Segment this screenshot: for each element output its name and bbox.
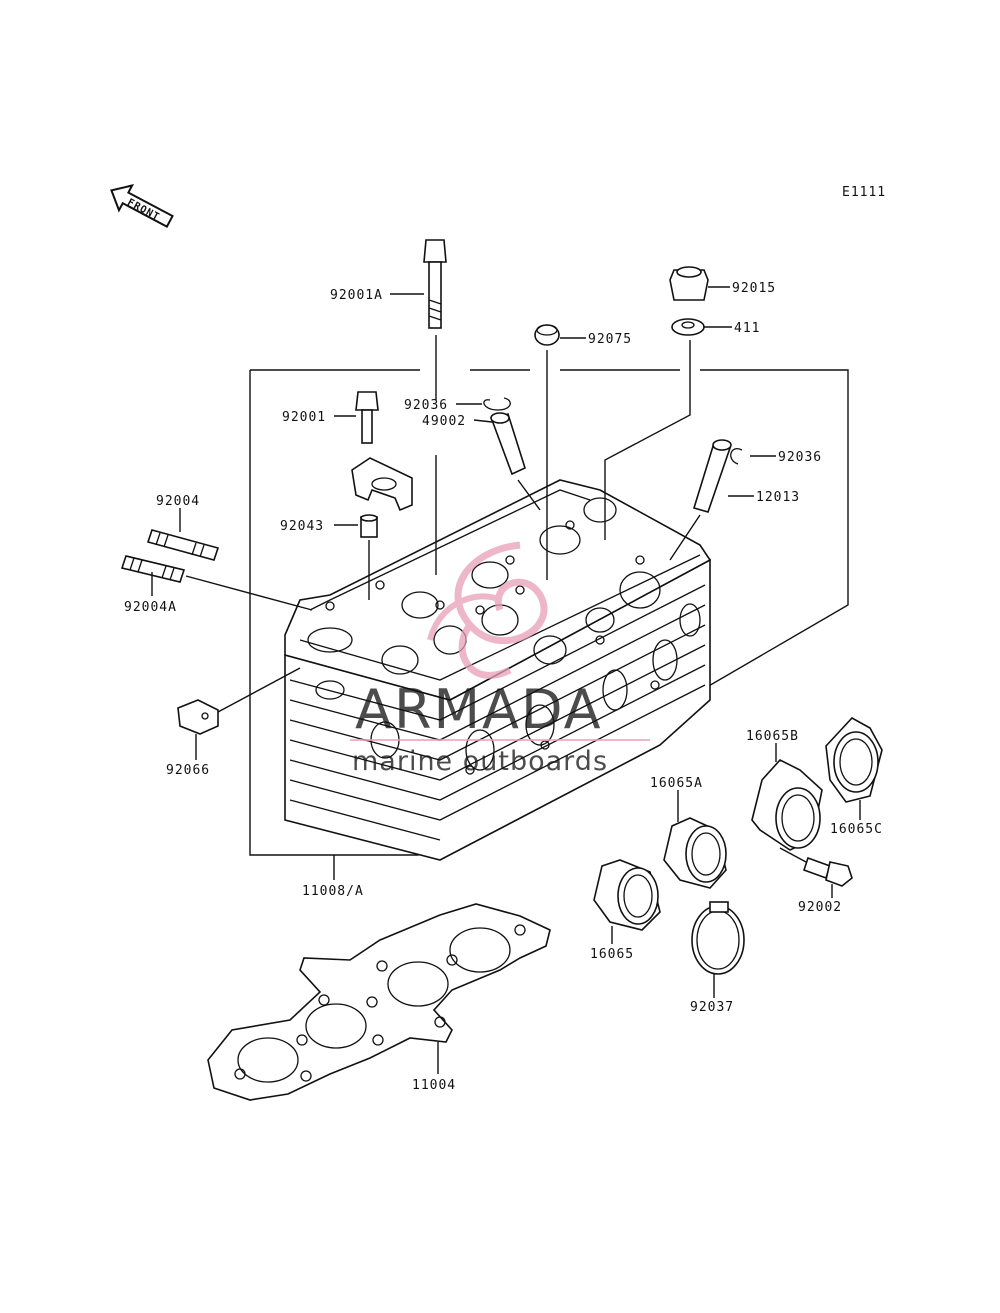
holder-16065C [825,716,883,803]
label-92015: 92015 [732,281,776,296]
cylinder-head [284,479,712,861]
holder-16065B [751,759,823,851]
watermark-tagline: marine outboards [352,746,608,777]
label-92004A: 92004A [124,600,177,615]
washer-411 [671,318,705,336]
label-92001A: 92001A [330,288,383,303]
clip-92036-right [730,448,743,465]
watermark: ARMADA marine outboards [350,541,650,777]
label-92004: 92004 [156,494,200,509]
label-411: 411 [734,321,760,336]
label-92043: 92043 [280,519,324,534]
assembly-frame [249,369,849,856]
label-12013: 12013 [756,490,800,505]
cam-cap [351,457,413,512]
label-92075: 92075 [588,332,632,347]
label-16065C: 16065C [830,822,883,837]
leader-lines [151,286,861,1074]
label-92002: 92002 [798,900,842,915]
bolt-92001A [423,239,447,329]
diagram-code: E1111 [842,185,886,200]
bolt-92002 [802,856,853,887]
bolt-92001 [355,391,379,444]
label-16065A: 16065A [650,776,703,791]
label-16065B: 16065B [746,729,799,744]
label-11004: 11004 [412,1078,456,1093]
dowel-92043 [360,514,378,538]
front-arrow-icon: FRONT [110,184,174,228]
label-92001: 92001 [282,410,326,425]
stud-92004A [120,555,186,583]
label-49002: 49002 [422,414,466,429]
nut-92015 [669,266,709,301]
plug-92066 [177,699,219,735]
holder-16065 [593,859,661,931]
watermark-brand: ARMADA [355,678,603,741]
label-92037: 92037 [690,1000,734,1015]
cap-92075 [534,324,560,346]
clamp-92037 [691,901,745,975]
gasket-11004 [207,903,551,1101]
holder-16065A [663,817,727,889]
label-92036-upper: 92036 [404,398,448,413]
label-16065: 16065 [590,947,634,962]
guide-12013 [692,439,732,513]
guide-49002 [490,412,526,476]
label-92036-right: 92036 [778,450,822,465]
label-92066: 92066 [166,763,210,778]
label-11008A: 11008/A [302,884,364,899]
watermark-logo-icon [427,541,548,679]
clip-92036-upper [483,397,511,411]
stud-92004 [146,529,220,561]
